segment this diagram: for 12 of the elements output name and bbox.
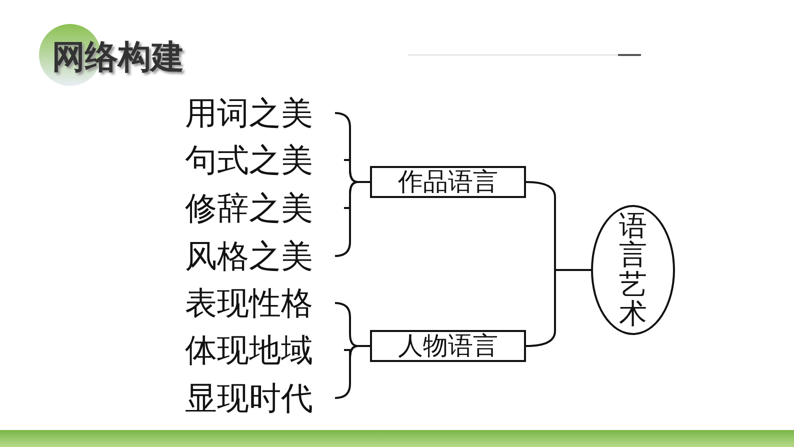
- title: 网络构建: [52, 37, 184, 75]
- item-text: 显现时代: [185, 381, 335, 415]
- item-text: 修辞之美: [185, 191, 350, 225]
- item-text: 风格之美: [185, 239, 335, 273]
- category-box: 作品语言: [370, 166, 526, 198]
- item-text: 句式之美: [185, 143, 350, 177]
- topic-ellipse: 语言艺术: [591, 205, 675, 335]
- brace-connector: [526, 269, 591, 347]
- category-box: 人物语言: [370, 330, 526, 362]
- item-text: 体现地域: [185, 333, 350, 367]
- item-text: 表现性格: [185, 286, 335, 320]
- item-text: 用词之美: [185, 96, 335, 130]
